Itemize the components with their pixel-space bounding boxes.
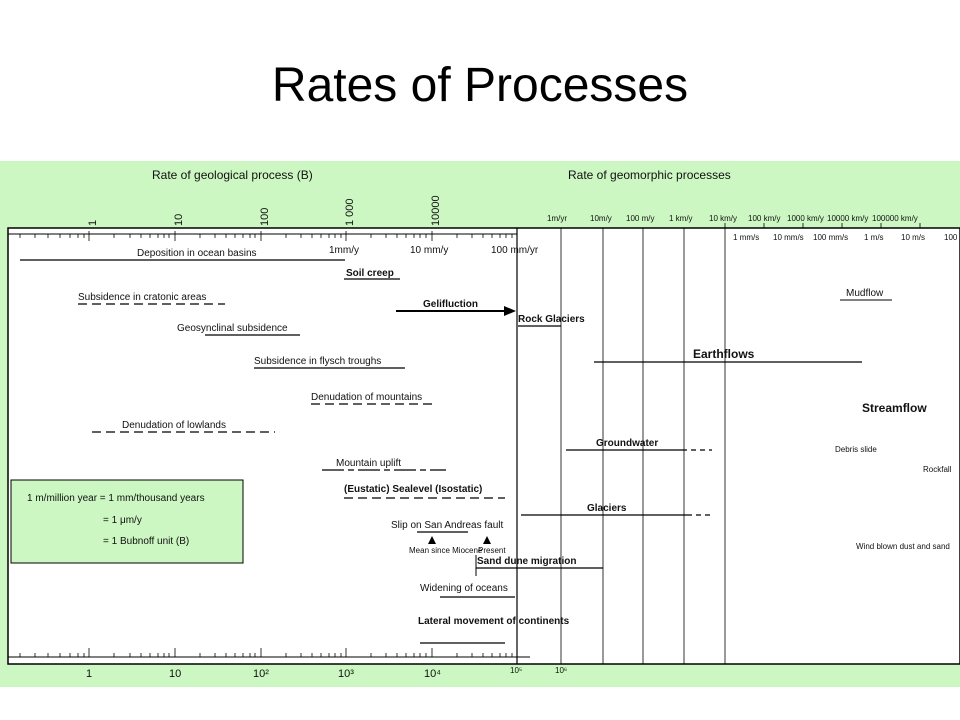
- label-sealevel: (Eustatic) Sealevel (Isostatic): [344, 484, 482, 495]
- arrowhead-icon: [504, 306, 516, 316]
- label-geosynclinal: Geosynclinal subsidence: [177, 323, 288, 334]
- rate-marker-100mm: 100 mm/yr: [491, 245, 539, 256]
- label-widening-oceans: Widening of oceans: [420, 583, 508, 594]
- label-subsidence-cratonic: Subsidence in cratonic areas: [78, 292, 206, 303]
- geomorphic-tick-label: 10000 km/y: [827, 214, 868, 223]
- geomorphic-tick-label: 100000 km/y: [872, 214, 918, 223]
- label-mountain-uplift: Mountain uplift: [336, 458, 401, 469]
- bottom-tick-label: 10²: [253, 668, 269, 680]
- legend-box: [10, 479, 244, 564]
- label-sand-dune: Sand dune migration: [477, 556, 576, 567]
- bottom-tick-label: 1: [86, 668, 92, 680]
- geomorphic-tick-label: 100 mm/s: [813, 233, 848, 242]
- geomorphic-tick-label: 10 km/y: [709, 214, 737, 223]
- legend-line-3: = 1 Bubnoff unit (B): [103, 536, 189, 547]
- bottom-tick-label: 10: [169, 668, 181, 680]
- label-deposition: Deposition in ocean basins: [137, 248, 257, 259]
- legend-line-1: 1 m/million year = 1 mm/thousand years: [27, 493, 205, 504]
- geomorphic-tick-label: 1000 km/y: [787, 214, 824, 223]
- geological-axis-title: Rate of geological process (B): [152, 168, 313, 182]
- label-san-andreas: Slip on San Andreas fault: [391, 520, 504, 531]
- label-gelifluction: Gelifluction: [423, 299, 478, 310]
- geomorphic-tick-label: 100: [944, 233, 958, 242]
- bottom-tick-label: 10³: [338, 668, 354, 680]
- label-present: Present: [478, 546, 506, 555]
- label-denudation-lowlands: Denudation of lowlands: [122, 420, 226, 431]
- top-tick-label: 100: [259, 208, 271, 226]
- label-debris-slide: Debris slide: [835, 445, 877, 454]
- label-mudflow: Mudflow: [846, 288, 884, 299]
- label-denudation-mountains: Denudation of mountains: [311, 392, 422, 403]
- rate-marker-10mm: 10 mm/y: [410, 245, 448, 256]
- top-axis-ticks: [19, 231, 513, 241]
- geomorphic-tick-label: 10 mm/s: [773, 233, 804, 242]
- top-tick-label: 10: [173, 214, 185, 226]
- label-rockfall: Rockfall: [923, 465, 952, 474]
- label-lateral-movement: Lateral movement of continents: [418, 616, 570, 627]
- top-tick-label: 1 000: [344, 198, 356, 226]
- plot-frame: [7, 227, 960, 665]
- top-tick-label: 10000: [430, 195, 442, 226]
- geomorphic-tick-label: 1m/yr: [547, 214, 567, 223]
- label-soil-creep: Soil creep: [346, 268, 394, 279]
- geomorphic-tick-label: 100 km/y: [748, 214, 780, 223]
- rates-diagram: Rate of geological process (B) Rate of g…: [0, 161, 960, 687]
- label-rock-glaciers: Rock Glaciers: [518, 314, 585, 325]
- bottom-axis-ticks: [19, 648, 518, 657]
- bottom-tick-label: 10⁴: [424, 668, 441, 680]
- triangle-marker-icon: [428, 536, 436, 544]
- geomorphic-tick-label: 1 km/y: [669, 214, 693, 223]
- label-glaciers: Glaciers: [587, 503, 627, 514]
- geomorphic-top-ticks: [724, 223, 921, 228]
- geomorphic-tick-label: 1 m/s: [864, 233, 884, 242]
- bottom-tick-label: 10⁶: [555, 666, 567, 675]
- bottom-tick-label: 10⁵: [510, 666, 522, 675]
- geomorphic-tick-label: 10m/y: [590, 214, 612, 223]
- label-groundwater: Groundwater: [596, 438, 658, 449]
- label-earthflows: Earthflows: [693, 347, 755, 361]
- geomorphic-tick-label: 100 m/y: [626, 214, 654, 223]
- label-wind-blown: Wind blown dust and sand: [856, 542, 950, 551]
- legend-line-2: = 1 μm/y: [103, 515, 142, 526]
- label-streamflow: Streamflow: [862, 401, 927, 415]
- geomorphic-tick-label: 10 m/s: [901, 233, 925, 242]
- label-flysch: Subsidence in flysch troughs: [254, 356, 381, 367]
- slide-title: Rates of Processes: [271, 59, 689, 112]
- geomorphic-tick-label: 1 mm/s: [733, 233, 759, 242]
- top-tick-label: 1: [87, 220, 99, 226]
- label-mean-miocene: Mean since Miocene: [409, 546, 483, 555]
- geomorphic-axis-title: Rate of geomorphic processes: [568, 168, 731, 182]
- rate-marker-1mm: 1mm/y: [329, 245, 359, 256]
- triangle-marker-icon: [483, 536, 491, 544]
